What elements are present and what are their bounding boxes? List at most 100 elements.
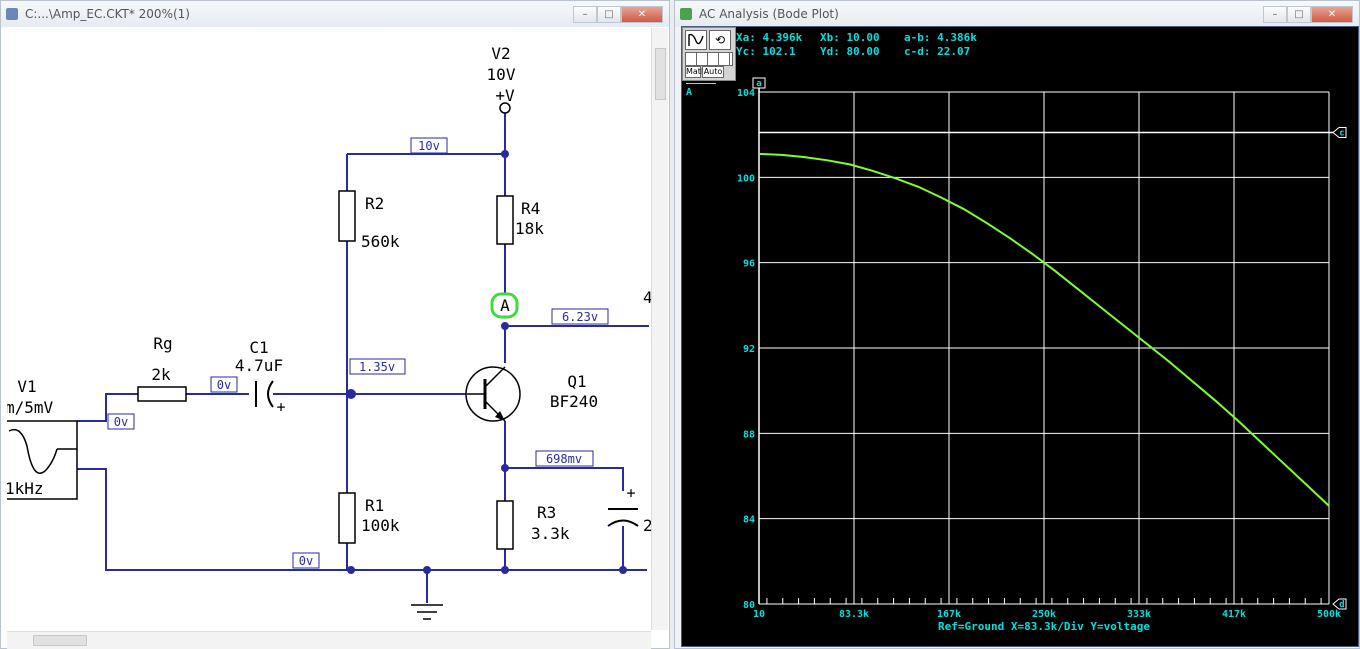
close-button[interactable]: ✕ <box>1311 6 1353 23</box>
cursor-xa: Xa: 4.396k <box>736 31 803 44</box>
schematic-window[interactable]: C:...\Amp_EC.CKT* 200%(1) – □ ✕ <box>0 0 670 649</box>
resistor-r1[interactable]: R1 100k <box>338 492 400 544</box>
probe-label: A <box>500 296 510 315</box>
resistor-r1-icon <box>338 492 356 544</box>
cursor-d-marker <box>1332 598 1347 610</box>
probe-a[interactable]: A <box>490 292 519 319</box>
r3-name: R3 <box>537 503 556 522</box>
v2-terminal-icon <box>499 102 511 114</box>
cursor-a-label: a <box>756 79 761 89</box>
ground-icon <box>411 604 443 620</box>
y-tick-label: 84 <box>743 515 755 526</box>
plot-footer: Ref=Ground X=83.3k/Div Y=voltage <box>938 620 1150 633</box>
transistor-q1[interactable]: Q1 BF240 <box>465 366 598 422</box>
rg-value: 2k <box>151 365 171 384</box>
x-tick-label: 417k <box>1222 609 1246 620</box>
x-tick-label: 250k <box>1032 609 1056 620</box>
trace-label: A <box>686 87 693 98</box>
schematic-titlebar[interactable]: C:...\Amp_EC.CKT* 200%(1) – □ ✕ <box>1 1 669 27</box>
y-tick-label: 92 <box>743 344 755 355</box>
r2-name: R2 <box>365 194 384 213</box>
x-tick-label: 10 <box>753 609 765 620</box>
resistor-r3[interactable]: R3 3.3k <box>496 500 570 550</box>
bode-window-title: AC Analysis (Bode Plot) <box>699 7 839 21</box>
resistor-r4-icon <box>496 195 514 245</box>
junctions <box>346 150 627 574</box>
v2-terminal-label: +V <box>495 86 515 105</box>
ac-source-icon <box>7 420 78 500</box>
q1-name: Q1 <box>567 372 586 391</box>
y-tick-label: 104 <box>737 88 755 99</box>
cursor-yd: Yd: 80.00 <box>820 45 880 58</box>
r3-value: 3.3k <box>531 524 570 543</box>
auto-button[interactable]: Auto <box>702 66 724 78</box>
schematic-canvas[interactable]: V2 10V +V R2 560k R4 18k A <box>7 28 651 630</box>
node-label-10v: 10v <box>418 139 440 153</box>
bode-trace-line <box>758 152 1330 507</box>
refresh-button[interactable]: ⟲ <box>709 30 731 50</box>
v2-supply[interactable]: V2 10V +V <box>487 44 516 114</box>
capacitor-c1-icon <box>255 380 274 408</box>
resistor-rg[interactable]: Rg 2k <box>137 334 187 402</box>
math-button[interactable]: Math <box>685 66 707 78</box>
npn-transistor-icon <box>465 366 521 422</box>
resistor-r2[interactable]: R2 560k <box>338 190 400 251</box>
output-label-cutoff: 4 <box>643 288 651 307</box>
q1-value: BF240 <box>550 392 598 411</box>
polarized-capacitor-icon <box>607 508 639 527</box>
bode-plot-window[interactable]: AC Analysis (Bode Plot) – □ ✕ ⟲ Math Aut… <box>674 0 1360 649</box>
r1-value: 100k <box>361 516 400 535</box>
r4-value: 18k <box>515 219 544 238</box>
x-tick-label: 167k <box>937 609 961 620</box>
node-label-base: 1.35v <box>359 360 395 374</box>
bypass-capacitor-label-cutoff: 2 <box>643 516 651 535</box>
rg-name: Rg <box>153 334 172 353</box>
plot-mode-button[interactable] <box>685 30 707 50</box>
cursor-a-marker <box>752 77 766 89</box>
sine-wave-icon <box>8 428 58 474</box>
schematic-window-title: C:...\Amp_EC.CKT* 200%(1) <box>25 7 190 21</box>
maximize-button[interactable]: □ <box>1287 6 1311 23</box>
cursor-c-marker <box>1332 127 1347 139</box>
c1-value: 4.7uF <box>235 356 283 375</box>
waveform-icon <box>688 33 704 46</box>
resistor-r4[interactable]: R4 18k <box>496 195 544 245</box>
node-label-c1-input: 0v <box>217 378 231 392</box>
minimize-button[interactable]: – <box>1263 6 1287 23</box>
cursor-ab-difference: a-b: 4.386k <box>904 31 977 44</box>
c1-name: C1 <box>249 338 268 357</box>
cursor-xb: Xb: 10.00 <box>820 31 880 44</box>
x-tick-label: 500k <box>1317 609 1341 620</box>
y-tick-label: 88 <box>743 429 755 440</box>
schematic-horizontal-scrollbar[interactable] <box>7 631 651 649</box>
maximize-button[interactable]: □ <box>597 6 621 23</box>
cursor-c-label: c <box>1339 129 1344 139</box>
node-label-emitter: 698mv <box>546 452 582 466</box>
close-button[interactable]: ✕ <box>621 6 663 23</box>
schematic-vertical-scrollbar[interactable] <box>651 28 668 630</box>
horizontal-scroll-thumb[interactable] <box>33 635 87 646</box>
cursor-d-label: d <box>1339 600 1344 610</box>
bypass-capacitor[interactable]: + 2 <box>607 484 651 535</box>
node-label-ground: 0v <box>299 554 313 568</box>
capacitor-c1[interactable]: C1 4.7uF + <box>235 338 286 416</box>
r2-value: 560k <box>361 232 400 251</box>
vertical-scroll-thumb[interactable] <box>655 48 666 100</box>
v1-value: m/5mV <box>7 398 54 417</box>
bode-app-icon <box>680 8 692 20</box>
y-tick-label: 96 <box>743 259 755 270</box>
v2-value: 10V <box>487 65 516 84</box>
schematic-app-icon <box>6 8 18 20</box>
refresh-icon: ⟲ <box>714 33 726 47</box>
bode-titlebar[interactable]: AC Analysis (Bode Plot) – □ ✕ <box>675 1 1359 27</box>
resistor-r3-icon <box>496 500 514 550</box>
signal-source-v1[interactable]: V1 m/5mV 1kHz <box>7 377 78 500</box>
trace-legend-line <box>686 83 716 84</box>
minimize-button[interactable]: – <box>573 6 597 23</box>
plot-toolbox: ⟲ Math Auto <box>682 27 736 81</box>
resistor-r2-icon <box>338 190 356 242</box>
v1-frequency: 1kHz <box>7 479 44 498</box>
bode-plot-area[interactable]: ⟲ Math Auto Xa: 4.396k Xb: 10.00 a-b: 4.… <box>681 26 1359 647</box>
r1-name: R1 <box>365 496 384 515</box>
